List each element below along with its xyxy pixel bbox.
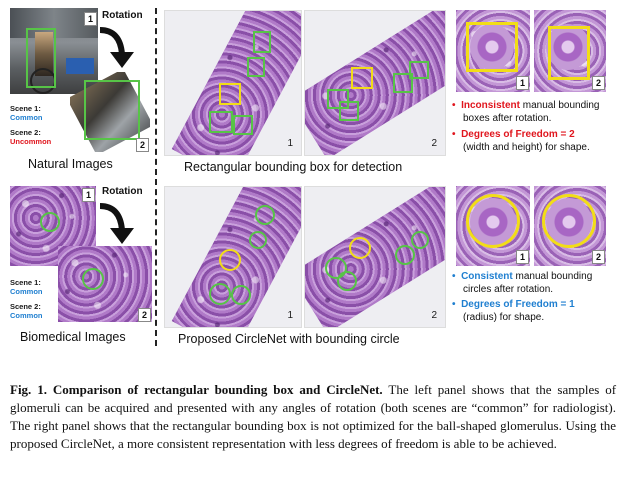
tissue-image-circle-1: 1 (164, 186, 302, 328)
rotation-arrow-icon (99, 203, 134, 244)
scene-2-label: Scene 2: Common (10, 302, 43, 320)
scene-2-label: Scene 2: Uncommon (10, 128, 52, 146)
image-number: 1 (287, 138, 293, 149)
figure-label: Fig. 1. (10, 382, 47, 397)
glomerulus-box (253, 31, 271, 53)
biomedical-image-scene-2: 2 (58, 246, 152, 322)
glomerulus-box-highlight (219, 83, 241, 105)
image-number-badge: 2 (138, 308, 151, 322)
natural-images-caption: Natural Images (28, 157, 113, 171)
glomerulus-circle (325, 257, 347, 279)
image-number-badge: 1 (516, 250, 529, 264)
tissue-image-box-2: 2 (304, 10, 446, 156)
figure-caption: Fig. 1. Comparison of rectangular boundi… (10, 381, 616, 453)
image-number-badge: 2 (592, 76, 605, 90)
zoom-bounding-box (466, 22, 518, 72)
bullet-dof-1: • Degrees of Freedom = 1 (radius) for sh… (452, 299, 575, 323)
image-number-badge: 2 (136, 138, 149, 152)
tissue-image-box-1: 1 (164, 10, 302, 156)
zoom-crop-circle-2: 2 (534, 186, 606, 266)
glomerulus-box (327, 89, 349, 109)
glomerulus-circle (231, 285, 251, 305)
divider-line (155, 8, 157, 346)
zoom-crop-circle-1: 1 (456, 186, 530, 266)
glomerulus-circle (209, 283, 231, 305)
circlenet-caption: Proposed CircleNet with bounding circle (178, 332, 400, 346)
rotation-label: Rotation (102, 186, 143, 197)
zoom-bounding-circle (542, 194, 596, 248)
image-number-badge: 1 (516, 76, 529, 90)
glomerulus-box (233, 115, 253, 135)
scene-1-label: Scene 1: Common (10, 278, 43, 296)
bullet-consistent: • Consistent manual bounding circles aft… (452, 271, 593, 295)
zoom-crop-box-2: 2 (534, 10, 606, 92)
glomerulus-circle (411, 231, 429, 249)
glomerulus-box (393, 73, 413, 93)
glomerulus-circle (40, 212, 60, 232)
image-number-badge: 1 (82, 188, 95, 202)
scene-1-label: Scene 1: Common (10, 104, 43, 122)
glomerulus-circle (249, 231, 267, 249)
person-bounding-box (26, 28, 56, 88)
zoom-bounding-circle (466, 194, 520, 248)
rotation-label: Rotation (102, 10, 143, 21)
biomedical-images-caption: Biomedical Images (20, 330, 126, 344)
bullet-inconsistent: • Inconsistent manual bounding boxes aft… (452, 100, 600, 124)
glomerulus-box (247, 57, 265, 77)
glomerulus-circle (337, 271, 357, 291)
image-number: 2 (431, 310, 437, 321)
glomerulus-circle (395, 245, 415, 265)
image-number-badge: 1 (84, 12, 97, 26)
glomerulus-box (209, 111, 233, 133)
rectangular-box-caption: Rectangular bounding box for detection (184, 160, 403, 174)
glomerulus-circle-highlight (349, 237, 371, 259)
natural-image-scene-1: 1 (10, 8, 98, 94)
glomerulus-box-highlight (351, 67, 373, 89)
rotated-person-bounding-box (84, 80, 140, 140)
glomerulus-circle (82, 268, 104, 290)
tissue-image-circle-2: 2 (304, 186, 446, 328)
zoom-crop-box-1: 1 (456, 10, 530, 92)
image-number-badge: 2 (592, 250, 605, 264)
image-number: 1 (287, 310, 293, 321)
image-number: 2 (431, 138, 437, 149)
glomerulus-box (339, 101, 359, 121)
natural-image-scene-2: 2 (70, 72, 150, 152)
bullet-dof-2: • Degrees of Freedom = 2 (width and heig… (452, 129, 590, 153)
zoom-bounding-box (548, 26, 590, 80)
figure-title: Comparison of rectangular bounding box a… (52, 382, 383, 397)
glomerulus-circle-highlight (219, 249, 241, 271)
glomerulus-box (409, 61, 429, 79)
rotation-arrow-icon (99, 27, 134, 68)
figure-caption-body: The left panel shows that the samples of… (10, 382, 617, 451)
glomerulus-circle (255, 205, 275, 225)
